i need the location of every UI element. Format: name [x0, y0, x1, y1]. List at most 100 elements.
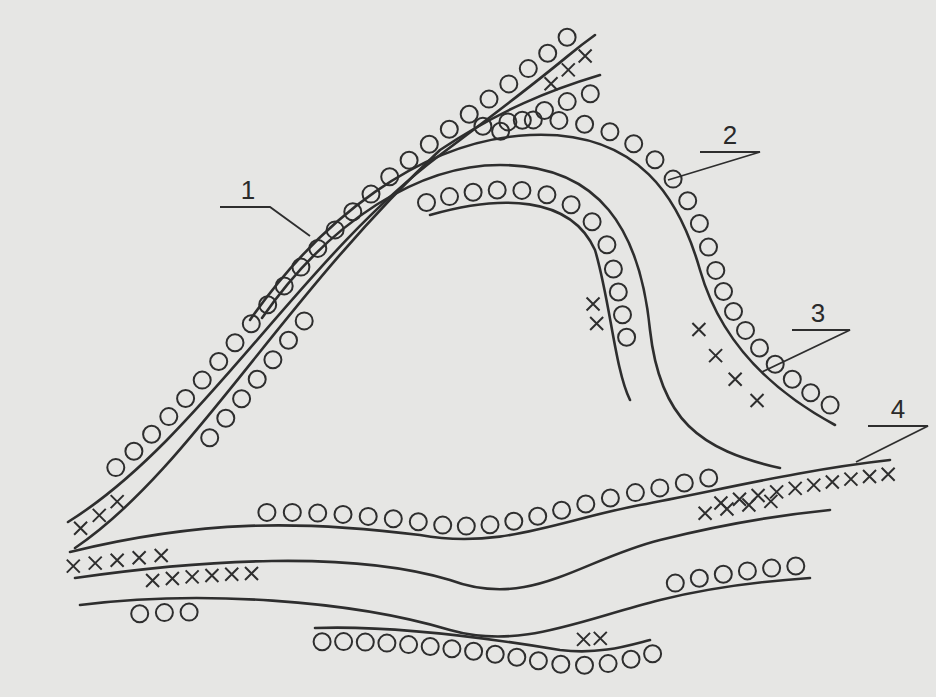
pore-circle [276, 277, 293, 294]
pore-circle [707, 262, 724, 279]
pore-circle [667, 575, 684, 592]
cross-mark [826, 476, 839, 489]
pore-circle [529, 508, 546, 525]
pore-circle [500, 75, 517, 92]
cross-mark [562, 63, 575, 76]
pore-circle [582, 85, 599, 102]
pore-circle [700, 239, 717, 256]
pore-circle [489, 182, 506, 199]
cross-mark [133, 551, 146, 564]
pore-circle [401, 152, 418, 169]
layer-line [262, 165, 780, 468]
pore-circle [381, 168, 398, 185]
cross-mark [720, 502, 733, 515]
cross-mark [225, 568, 238, 581]
pore-circle [233, 390, 250, 407]
pore-circle [676, 475, 693, 492]
pore-circle [465, 184, 482, 201]
pore-circle [434, 517, 451, 534]
pore-circle [461, 106, 478, 123]
pore-circle [691, 215, 708, 232]
pore-circle [499, 113, 516, 130]
pore-circle [284, 504, 301, 521]
pore-circle [156, 604, 173, 621]
pore-circle [481, 91, 498, 108]
pore-circle [737, 322, 754, 339]
pore-circle [644, 645, 661, 662]
pore-circle [539, 45, 556, 62]
pore-circle [410, 513, 427, 530]
pore-circle [181, 604, 198, 621]
pore-circle [201, 429, 218, 446]
pore-circle [618, 329, 635, 346]
pore-circle [378, 635, 395, 652]
pore-circle [327, 221, 344, 238]
cross-mark [587, 297, 600, 310]
callout-number: 3 [811, 300, 825, 326]
pore-circle [576, 657, 593, 674]
pore-circle [487, 646, 504, 663]
pore-circle [647, 151, 664, 168]
cross-mark [111, 495, 124, 508]
cross-mark [863, 470, 876, 483]
pore-circle [550, 112, 567, 129]
pore-circle [344, 203, 361, 220]
pore-circle [679, 192, 696, 209]
cross-mark [205, 569, 218, 582]
cross-mark [764, 495, 777, 508]
pore-circle [177, 390, 194, 407]
pore-circle [822, 397, 839, 414]
pore-circle [335, 506, 352, 523]
pore-circle [563, 196, 580, 213]
pore-circle [125, 443, 142, 460]
pore-circle [474, 118, 491, 135]
pore-circle [335, 633, 352, 650]
cross-mark [882, 468, 895, 481]
pore-circle [715, 566, 732, 583]
pore-circle [360, 508, 377, 525]
pore-circle [292, 259, 309, 276]
leader-line [762, 330, 850, 372]
pore-circle [787, 558, 804, 575]
layer-line [250, 135, 835, 425]
pore-circle [143, 426, 160, 443]
pore-circle [513, 182, 530, 199]
cross-mark [729, 373, 742, 386]
pore-circle [530, 652, 547, 669]
pore-circle [418, 194, 435, 211]
pore-circle [627, 484, 644, 501]
layer-line [315, 628, 650, 652]
cross-mark [699, 507, 712, 520]
pore-circle [131, 605, 148, 622]
pore-circle [751, 340, 768, 357]
cross-mark [146, 574, 159, 587]
pore-circle [610, 284, 627, 301]
pore-circle [482, 516, 499, 533]
pore-circle [422, 638, 439, 655]
layer-line [75, 75, 600, 548]
pore-circle [210, 353, 227, 370]
pore-circle [577, 496, 594, 513]
pore-circle [525, 111, 542, 128]
pore-circle [505, 513, 522, 530]
cross-mark [807, 479, 820, 492]
pore-circle [194, 372, 211, 389]
pore-circle [598, 236, 615, 253]
pore-circle [651, 479, 668, 496]
cross-mark [245, 567, 258, 580]
callout-number: 4 [891, 396, 905, 422]
cross-mark [545, 77, 558, 90]
pore-circle [763, 560, 780, 577]
layer-line [75, 510, 830, 589]
pore-circle [576, 116, 593, 133]
pore-circle [715, 283, 732, 300]
pore-circle [602, 490, 619, 507]
pore-circle [385, 510, 402, 527]
pore-circle [160, 408, 177, 425]
cross-mark [67, 560, 80, 573]
pore-circle [107, 459, 124, 476]
pore-circle [691, 570, 708, 587]
pore-circle [309, 240, 326, 257]
cross-mark [751, 394, 764, 407]
